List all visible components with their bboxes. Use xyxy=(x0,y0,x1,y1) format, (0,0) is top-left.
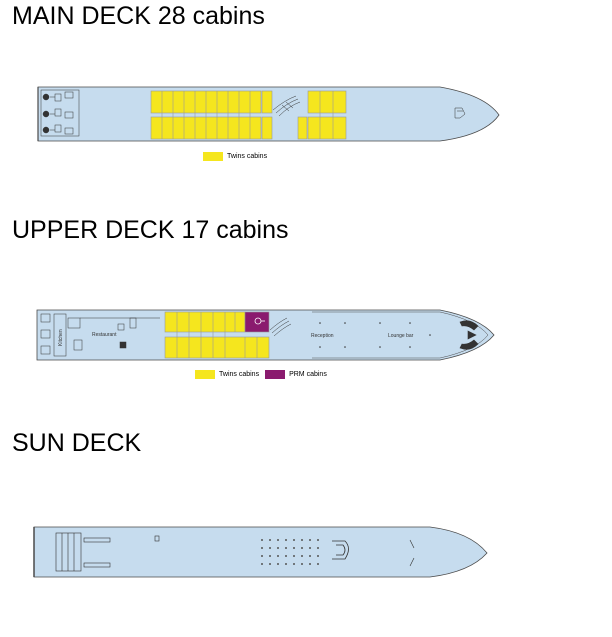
upper-deck-prm-icon xyxy=(254,317,265,325)
sun-deck-aft-equipment xyxy=(55,532,160,572)
legend-item-twins-upper: Twins cabins xyxy=(195,370,259,379)
main-deck-title: MAIN DECK 28 cabins xyxy=(12,2,265,30)
main-deck-bow-icon xyxy=(454,107,466,119)
upper-deck-legend: Twins cabins PRM cabins xyxy=(195,370,333,379)
legend-label-twins: Twins cabins xyxy=(227,153,268,160)
upper-deck-lounge-label: Lounge bar xyxy=(388,333,414,339)
upper-deck-prm-cabin xyxy=(244,311,270,333)
legend-label-twins-upper: Twins cabins xyxy=(219,371,260,378)
legend-item-prm: PRM cabins xyxy=(265,370,327,379)
main-deck-cabins-group-2 xyxy=(297,90,347,140)
upper-deck-bow-seats xyxy=(459,320,479,350)
upper-deck-aft xyxy=(40,313,160,357)
legend-swatch-prm xyxy=(265,370,286,379)
sun-deck-hull xyxy=(33,526,488,578)
legend-item-twins: Twins cabins xyxy=(203,152,267,161)
upper-deck-plan: Kitchen Restaurant Reception Lounge bar xyxy=(36,309,495,361)
upper-deck-reception-label: Reception xyxy=(311,333,334,339)
sun-deck-plan xyxy=(33,526,488,578)
main-deck-plan xyxy=(37,86,500,142)
legend-swatch-twins xyxy=(203,152,223,161)
upper-deck-restaurant-label: Restaurant xyxy=(92,332,117,338)
upper-deck-title: UPPER DECK 17 cabins xyxy=(12,216,289,244)
legend-swatch-twins-upper xyxy=(195,370,215,379)
sun-deck-loungers xyxy=(261,539,319,565)
main-deck-cabin-dividers xyxy=(161,91,251,139)
sun-deck-wheelhouse xyxy=(332,540,349,560)
main-deck-aft-equipment xyxy=(40,89,80,137)
legend-label-prm: PRM cabins xyxy=(289,371,327,378)
main-deck-stairs xyxy=(272,95,301,117)
sun-deck-title: SUN DECK xyxy=(12,429,142,457)
sun-deck-bow-fittings xyxy=(409,539,415,567)
upper-deck-stairs xyxy=(269,317,292,337)
upper-deck-lounge-seats xyxy=(319,322,431,348)
main-deck-legend: Twins cabins xyxy=(203,152,273,161)
upper-deck-kitchen-label: Kitchen xyxy=(58,329,64,346)
